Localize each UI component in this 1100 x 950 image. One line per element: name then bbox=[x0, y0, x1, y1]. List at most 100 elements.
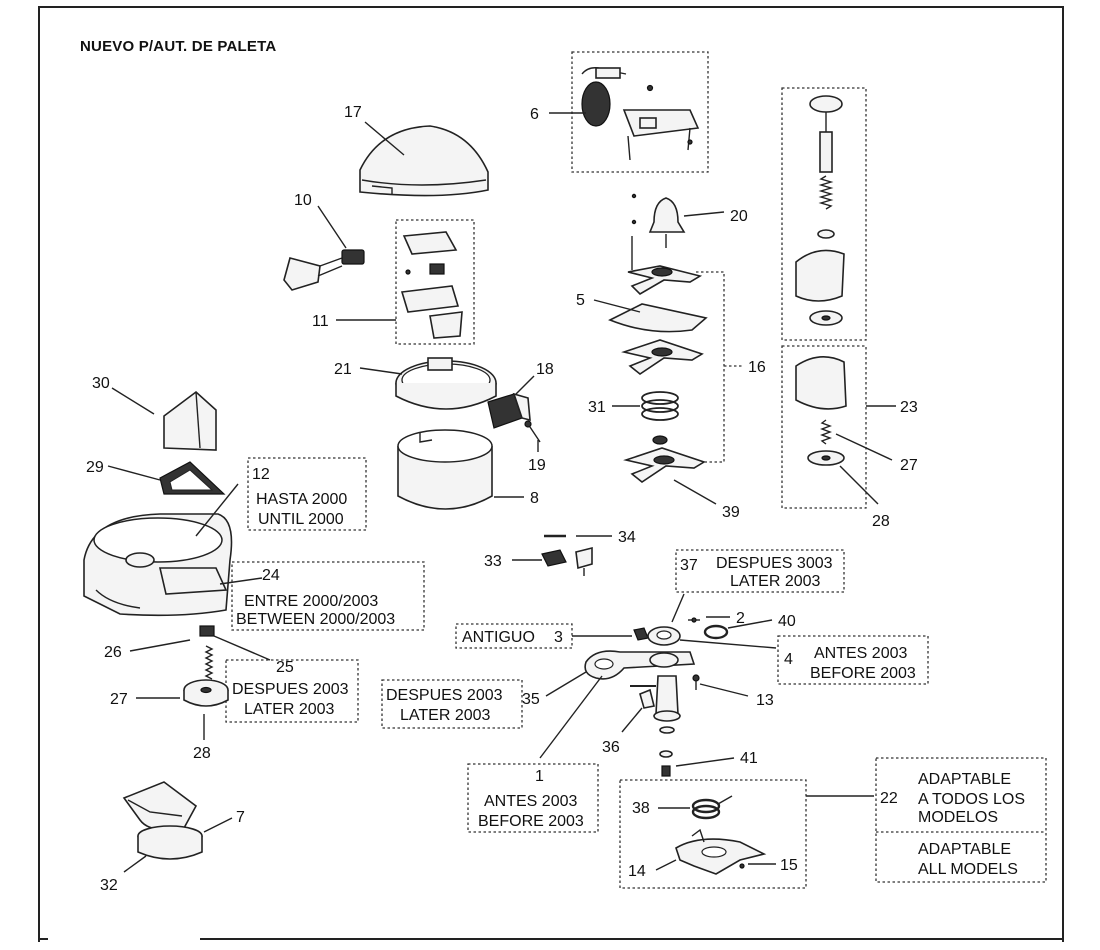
part-39-bottom-impeller bbox=[623, 447, 706, 483]
part-16-mid-impeller bbox=[621, 339, 704, 375]
callout-11: 11 bbox=[312, 313, 329, 330]
callout-20: 20 bbox=[730, 208, 748, 225]
upper-right-group-box bbox=[781, 87, 867, 341]
note-12-line2: UNTIL 2000 bbox=[258, 511, 344, 528]
part-22-group-box bbox=[619, 779, 807, 889]
frame-bottom-line bbox=[200, 938, 1062, 940]
callout-10: 10 bbox=[294, 192, 312, 209]
callout-19: 19 bbox=[528, 457, 546, 474]
part-23-cone bbox=[795, 356, 847, 410]
callout-24: 24 bbox=[262, 567, 280, 584]
note-35-line1: DESPUES 2003 bbox=[386, 687, 503, 704]
part-40-oring bbox=[703, 624, 729, 640]
part-20-knob bbox=[631, 193, 686, 270]
callout-39: 39 bbox=[722, 504, 740, 521]
callout-12: 12 bbox=[252, 466, 270, 483]
callout-4: 4 bbox=[784, 651, 793, 668]
part-2-pin bbox=[688, 617, 700, 623]
part-16-bracket bbox=[696, 271, 725, 463]
callout-32: 32 bbox=[100, 877, 118, 894]
part-6-group-box bbox=[571, 51, 709, 173]
callout-34: 34 bbox=[618, 529, 636, 546]
part-23-group-box bbox=[781, 345, 867, 509]
callout-26: 26 bbox=[104, 644, 122, 661]
note-4-box bbox=[777, 635, 929, 685]
part-30-cone bbox=[163, 390, 217, 451]
callout-2: 2 bbox=[736, 610, 745, 627]
callout-21: 21 bbox=[334, 361, 352, 378]
callout-8: 8 bbox=[530, 490, 539, 507]
callout-16: 16 bbox=[748, 359, 766, 376]
note-3-label: ANTIGUO bbox=[462, 629, 535, 646]
callout-27-right: 27 bbox=[900, 457, 918, 474]
part-plunger-assembly bbox=[795, 95, 845, 326]
note-24-line2: BETWEEN 2000/2003 bbox=[236, 611, 395, 628]
part-16-top-impeller bbox=[627, 265, 703, 296]
part-11-group-box bbox=[395, 219, 475, 345]
callout-13: 13 bbox=[756, 692, 774, 709]
callout-18: 18 bbox=[536, 361, 554, 378]
note-4-line1: ANTES 2003 bbox=[814, 645, 907, 662]
part-27-spring-right bbox=[820, 419, 832, 445]
note-25-line1: DESPUES 2003 bbox=[232, 681, 349, 698]
note-37-line1: DESPUES 3003 bbox=[716, 555, 833, 572]
diagram-title: NUEVO P/AUT. DE PALETA bbox=[80, 38, 277, 55]
callout-41: 41 bbox=[740, 750, 758, 767]
part-shaft-column bbox=[630, 675, 681, 734]
note-22-box bbox=[875, 757, 1047, 883]
part-36-pin bbox=[639, 688, 655, 709]
note-1-line1: ANTES 2003 bbox=[484, 793, 577, 810]
callout-5: 5 bbox=[576, 292, 585, 309]
note-22-line2: A TODOS LOS bbox=[918, 791, 1025, 808]
part-10-switch bbox=[283, 249, 365, 291]
part-27-washer-left bbox=[183, 679, 229, 707]
part-12-base-housing bbox=[83, 513, 233, 617]
note-25-line2: LATER 2003 bbox=[244, 701, 335, 718]
note-12-line1: HASTA 2000 bbox=[256, 491, 347, 508]
callout-28-left: 28 bbox=[193, 745, 211, 762]
part-6-motor bbox=[581, 67, 700, 161]
part-7-chute bbox=[122, 781, 198, 831]
note-35-box bbox=[381, 679, 523, 729]
part-26-spring bbox=[204, 645, 214, 680]
callout-14: 14 bbox=[628, 863, 646, 880]
part-31-spring bbox=[641, 391, 679, 445]
callout-3: 3 bbox=[554, 629, 563, 646]
part-38-spring bbox=[691, 795, 733, 820]
callout-6: 6 bbox=[530, 106, 539, 123]
note-24-line1: ENTRE 2000/2003 bbox=[244, 593, 378, 610]
callout-37: 37 bbox=[680, 557, 698, 574]
part-25-spring-cap bbox=[199, 625, 215, 637]
callout-28-right: 28 bbox=[872, 513, 890, 530]
callout-22: 22 bbox=[880, 790, 898, 807]
part-14-plate bbox=[675, 828, 767, 875]
part-13-screw bbox=[692, 674, 700, 690]
callout-17: 17 bbox=[344, 104, 362, 121]
drawing-frame bbox=[38, 6, 1064, 942]
part-18-bracket bbox=[487, 392, 531, 429]
part-11-switch-assembly bbox=[400, 231, 463, 339]
callout-7: 7 bbox=[236, 809, 245, 826]
note-37-line2: LATER 2003 bbox=[730, 573, 821, 590]
callout-40: 40 bbox=[778, 613, 796, 630]
part-35-lever bbox=[584, 650, 696, 680]
callout-36: 36 bbox=[602, 739, 620, 756]
note-1-box bbox=[467, 763, 599, 833]
part-41-washer bbox=[659, 750, 673, 777]
callout-31: 31 bbox=[588, 399, 606, 416]
callout-33: 33 bbox=[484, 553, 502, 570]
note-4-line2: BEFORE 2003 bbox=[810, 665, 916, 682]
note-22-line1: ADAPTABLE bbox=[918, 771, 1011, 788]
callout-30: 30 bbox=[92, 375, 110, 392]
part-37-gear-ring bbox=[647, 626, 681, 646]
callout-38: 38 bbox=[632, 800, 650, 817]
part-33-clip bbox=[541, 546, 593, 576]
note-35-line2: LATER 2003 bbox=[400, 707, 491, 724]
part-29-gasket bbox=[159, 461, 226, 495]
callout-23: 23 bbox=[900, 399, 918, 416]
frame-bottom-stub bbox=[38, 938, 48, 940]
callout-15: 15 bbox=[780, 857, 798, 874]
part-8-cylinder bbox=[397, 429, 493, 510]
part-15-screw bbox=[739, 863, 745, 869]
